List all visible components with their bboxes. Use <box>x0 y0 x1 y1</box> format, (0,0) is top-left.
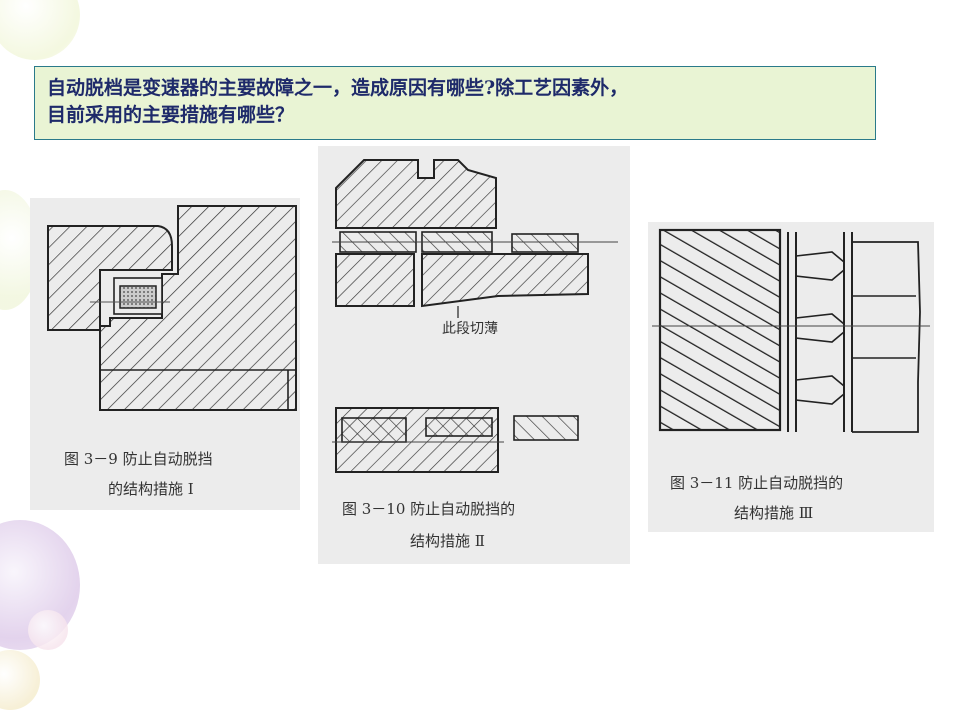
figure-3-9-caption-2: 的结构措施 Ⅰ <box>108 480 194 498</box>
figure-3-9-caption-1: 图 3－9 防止自动脱挡 <box>64 450 213 468</box>
figure-3-10-annotation: 此段切薄 <box>442 321 498 337</box>
decor-bubble-bottom <box>0 650 40 710</box>
figure-3-9-drawing <box>47 205 297 411</box>
question-box: 自动脱档是变速器的主要故障之一，造成原因有哪些?除工艺因素外， 目前采用的主要措… <box>34 66 876 140</box>
figure-3-10-caption-1: 图 3－10 防止自动脱挡的 <box>342 500 516 518</box>
figure-3-11: 图 3－11 防止自动脱挡的 结构措施 Ⅲ <box>648 222 934 532</box>
figure-3-10-drawing <box>332 159 618 473</box>
question-line-2: 目前采用的主要措施有哪些？ <box>47 104 295 126</box>
figure-3-11-drawing <box>652 228 930 433</box>
figure-3-9: 图 3－9 防止自动脱挡 的结构措施 Ⅰ <box>30 198 300 510</box>
decor-bubble-top <box>0 0 80 60</box>
figure-3-10: 此段切薄 图 3－10 防止自动脱挡的 结构措施 Ⅱ <box>318 146 630 564</box>
figure-3-11-caption-2: 结构措施 Ⅲ <box>734 504 814 522</box>
figure-3-11-caption-1: 图 3－11 防止自动脱挡的 <box>670 474 844 492</box>
decor-bubble-small <box>28 610 68 650</box>
question-line-1: 自动脱档是变速器的主要故障之一，造成原因有哪些?除工艺因素外， <box>47 77 629 99</box>
figure-3-10-caption-2: 结构措施 Ⅱ <box>410 532 485 550</box>
